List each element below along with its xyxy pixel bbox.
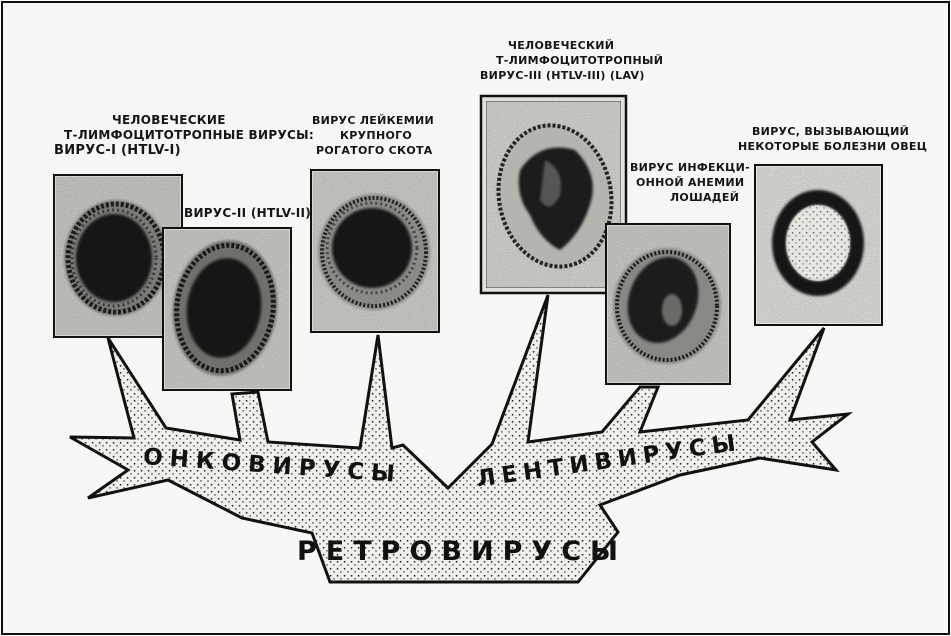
label-equine-line2: ОННОЙ АНЕМИИ [636, 176, 745, 189]
label-htlv3: ЧЕЛОВЕЧЕСКИЙ Т-ЛИМФОЦИТОТРОПНЫЙ ВИРУС-II… [476, 38, 664, 83]
label-sheep-virus: ВИРУС, ВЫЗЫВАЮЩИЙ НЕКОТОРЫЕ БОЛЕЗНИ ОВЕЦ [738, 124, 928, 154]
label-bovine-line1: ВИРУС ЛЕЙКЕМИИ [312, 114, 434, 127]
label-sheep-line2: НЕКОТОРЫЕ БОЛЕЗНИ ОВЕЦ [738, 140, 928, 153]
micrograph-htlv3-lav [479, 94, 628, 295]
label-equine-line3: ЛОШАДЕЙ [670, 191, 740, 204]
label-htlv-group-line2: Т-ЛИМФОЦИТОТРОПНЫЕ ВИРУСЫ: [64, 128, 314, 142]
label-bovine-line2: КРУПНОГО [340, 129, 413, 142]
label-htlv-group-line1: ЧЕЛОВЕЧЕСКИЕ [112, 113, 226, 127]
label-bovine-leukemia: ВИРУС ЛЕЙКЕМИИ КРУПНОГО РОГАТОГО СКОТА [312, 113, 442, 158]
label-bovine-line3: РОГАТОГО СКОТА [316, 144, 433, 157]
label-htlv2: ВИРУС-II (HTLV-II) [184, 206, 312, 220]
label-htlv3-line1: ЧЕЛОВЕЧЕСКИЙ [508, 39, 615, 52]
label-equine-line1: ВИРУС ИНФЕКЦИ- [630, 161, 751, 174]
micrograph-equine-anemia [605, 223, 731, 385]
micrograph-htlv2 [162, 227, 292, 391]
label-equine-anemia: ВИРУС ИНФЕКЦИ- ОННОЙ АНЕМИИ ЛОШАДЕЙ [630, 160, 760, 205]
label-htlv1: ВИРУС-I (HTLV-I) [54, 143, 181, 158]
label-retroviruses: РЕТРОВИРУСЫ [297, 536, 627, 567]
micrograph-htlv1 [53, 174, 183, 338]
micrograph-sheep-virus [754, 164, 883, 326]
label-htlv-group: ЧЕЛОВЕЧЕСКИЕ Т-ЛИМФОЦИТОТРОПНЫЕ ВИРУСЫ: … [54, 113, 314, 158]
label-htlv3-line3: ВИРУС-III (HTLV-III) (LAV) [480, 69, 645, 82]
label-sheep-line1: ВИРУС, ВЫЗЫВАЮЩИЙ [752, 125, 910, 138]
tree-branches-shape [69, 294, 854, 584]
label-htlv3-line2: Т-ЛИМФОЦИТОТРОПНЫЙ [496, 54, 664, 67]
micrograph-bovine-leukemia [310, 169, 440, 333]
